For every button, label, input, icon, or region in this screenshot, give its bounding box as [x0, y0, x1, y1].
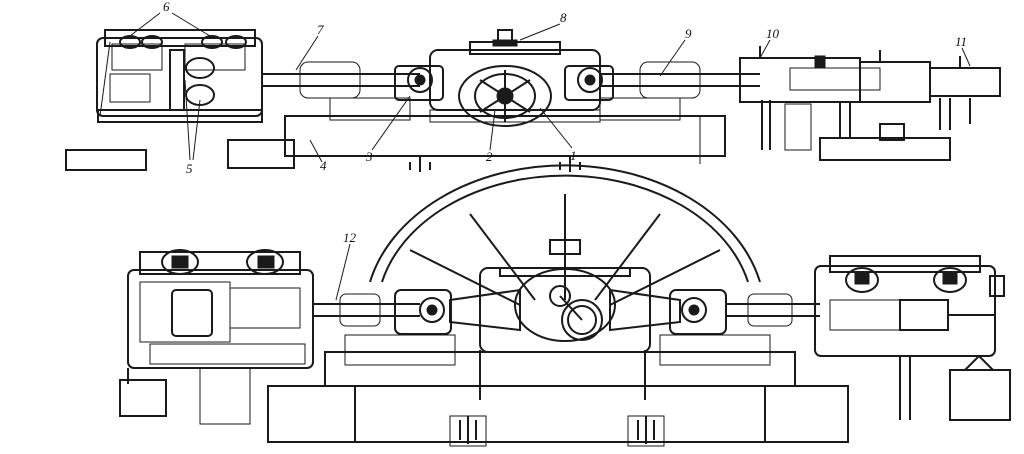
bottom-right-cylinder	[814, 255, 1011, 421]
top-leaders	[129, 12, 971, 163]
top-frame	[429, 29, 601, 127]
callout-9: 9	[685, 26, 692, 41]
callout-1: 1	[570, 148, 577, 163]
callout-10: 10	[766, 26, 780, 41]
top-view	[65, 12, 1001, 172]
callout-3: 3	[365, 149, 373, 164]
callout-labels: 6 5 7 8 9 10 11 3 2 1 4 12	[163, 0, 967, 245]
top-right-cylinder	[739, 46, 1001, 103]
callout-7: 7	[317, 22, 324, 37]
callout-4: 4	[320, 158, 327, 173]
callout-6: 6	[163, 0, 170, 14]
callout-2: 2	[486, 149, 493, 164]
flywheel	[369, 164, 761, 306]
bottom-view	[119, 164, 1011, 447]
top-rod-left	[262, 61, 444, 101]
top-rod-right	[564, 61, 760, 101]
bottom-rod-right	[609, 288, 820, 335]
top-left-cylinder	[96, 29, 263, 123]
bottom-rod-left	[313, 288, 521, 335]
callout-8: 8	[560, 10, 567, 25]
callout-11: 11	[955, 34, 967, 49]
bottom-left-cylinder	[119, 249, 314, 425]
bottom-foundation	[267, 334, 849, 447]
callout-12: 12	[343, 230, 357, 245]
callout-5: 5	[186, 161, 193, 176]
bottom-leaders	[335, 243, 351, 301]
